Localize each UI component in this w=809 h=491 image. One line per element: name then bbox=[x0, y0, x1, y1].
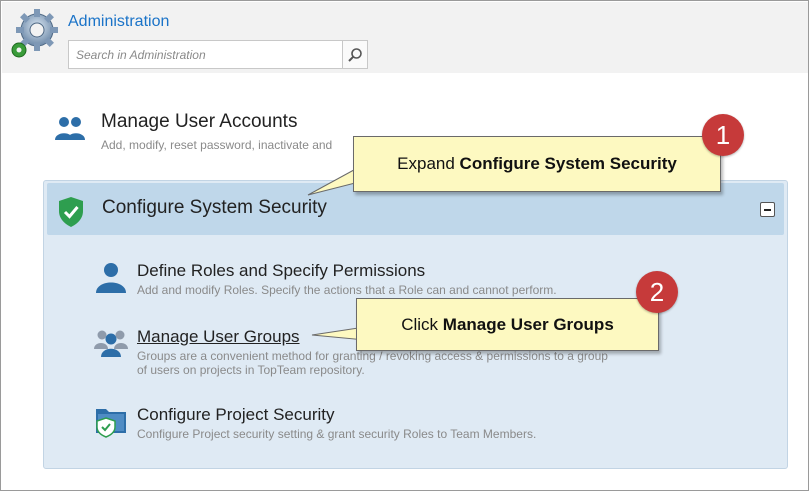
callout-click-groups: Click Manage User Groups bbox=[356, 298, 659, 351]
page-title: Administration bbox=[68, 13, 170, 30]
callout-1-bold: Configure System Security bbox=[459, 154, 677, 173]
admin-header: Administration bbox=[2, 2, 808, 73]
configure-system-security-title: Configure System Security bbox=[102, 197, 327, 218]
manage-user-accounts-title: Manage User Accounts bbox=[101, 111, 298, 132]
callout-expand-security: Expand Configure System Security bbox=[353, 136, 721, 192]
define-roles-desc: Add and modify Roles. Specify the action… bbox=[137, 283, 557, 297]
users-icon bbox=[55, 117, 85, 140]
shield-check-icon bbox=[59, 197, 83, 227]
callout-2-bold: Manage User Groups bbox=[442, 314, 614, 334]
manage-user-accounts-desc: Add, modify, reset password, inactivate … bbox=[101, 138, 333, 152]
admin-gears-icon bbox=[11, 9, 58, 58]
manage-user-groups-link[interactable]: Manage User Groups bbox=[137, 327, 300, 346]
search-input[interactable] bbox=[69, 41, 343, 68]
callout-2-prefix: Click bbox=[401, 314, 443, 334]
minus-icon bbox=[764, 208, 771, 211]
user-icon bbox=[96, 263, 126, 293]
configure-project-security-desc: Configure Project security setting & gra… bbox=[137, 427, 537, 441]
manage-user-groups-desc: Groups are a convenient method for grant… bbox=[137, 349, 608, 377]
search-button[interactable] bbox=[342, 41, 367, 68]
define-roles-item[interactable]: Define Roles and Specify Permissions Add… bbox=[94, 261, 694, 301]
callout-1-prefix: Expand bbox=[397, 154, 460, 173]
search-box bbox=[68, 40, 368, 69]
user-group-icon bbox=[94, 330, 128, 357]
collapse-button[interactable] bbox=[760, 202, 775, 217]
folder-shield-icon bbox=[96, 409, 126, 438]
configure-project-security-item[interactable]: Configure Project Security Configure Pro… bbox=[94, 405, 694, 445]
define-roles-title: Define Roles and Specify Permissions bbox=[137, 261, 426, 280]
step-1-badge: 1 bbox=[702, 114, 744, 156]
manage-user-groups-item[interactable]: Manage User Groups Groups are a convenie… bbox=[94, 327, 694, 377]
step-2-badge: 2 bbox=[636, 271, 678, 313]
configure-project-security-title: Configure Project Security bbox=[137, 405, 335, 424]
magnifier-icon bbox=[348, 47, 362, 62]
